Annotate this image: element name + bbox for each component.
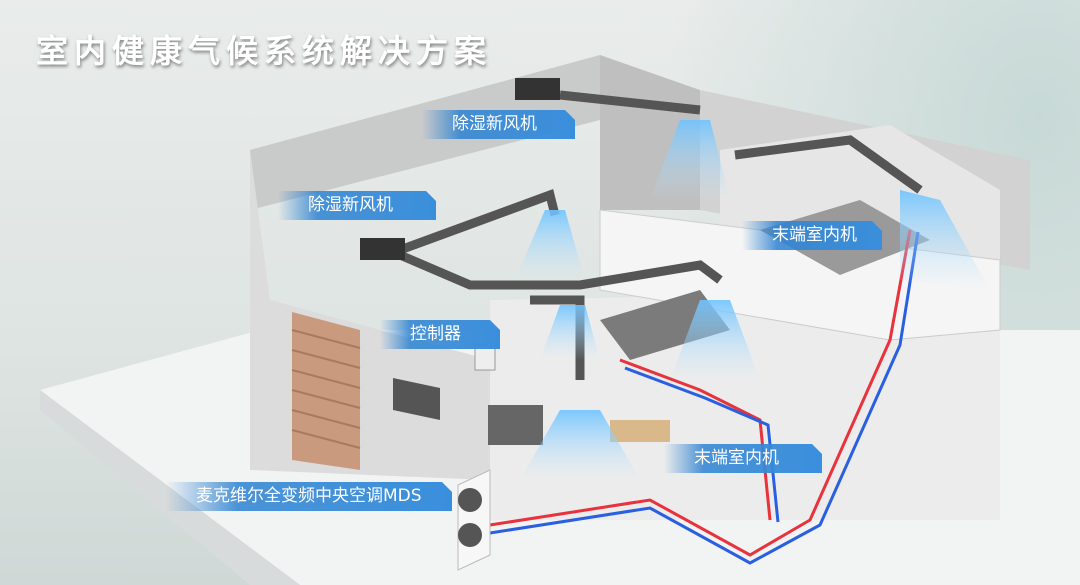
hot-pipe <box>489 229 912 557</box>
kitchen-counter <box>488 405 543 445</box>
airflow-effects <box>515 120 990 480</box>
window <box>393 378 440 420</box>
label-outdoor-unit: 麦克维尔全变频中央空调MDS <box>166 482 452 511</box>
label-dehumidifier-top: 除湿新风机 <box>422 110 575 139</box>
label-indoor-unit-upper: 末端室内机 <box>742 221 882 250</box>
page-title: 室内健康气候系统解决方案 <box>36 32 493 70</box>
label-controller: 控制器 <box>380 320 500 349</box>
dining-table <box>610 420 670 442</box>
dehumidifier-unit-top <box>515 78 560 100</box>
cold-pipe <box>489 231 920 565</box>
dehumidifier-unit-left <box>360 238 405 260</box>
label-dehumidifier-left: 除湿新风机 <box>278 191 436 220</box>
garage-door <box>292 312 360 470</box>
outdoor-unit <box>457 469 491 571</box>
label-indoor-unit-lower: 末端室内机 <box>664 444 822 473</box>
